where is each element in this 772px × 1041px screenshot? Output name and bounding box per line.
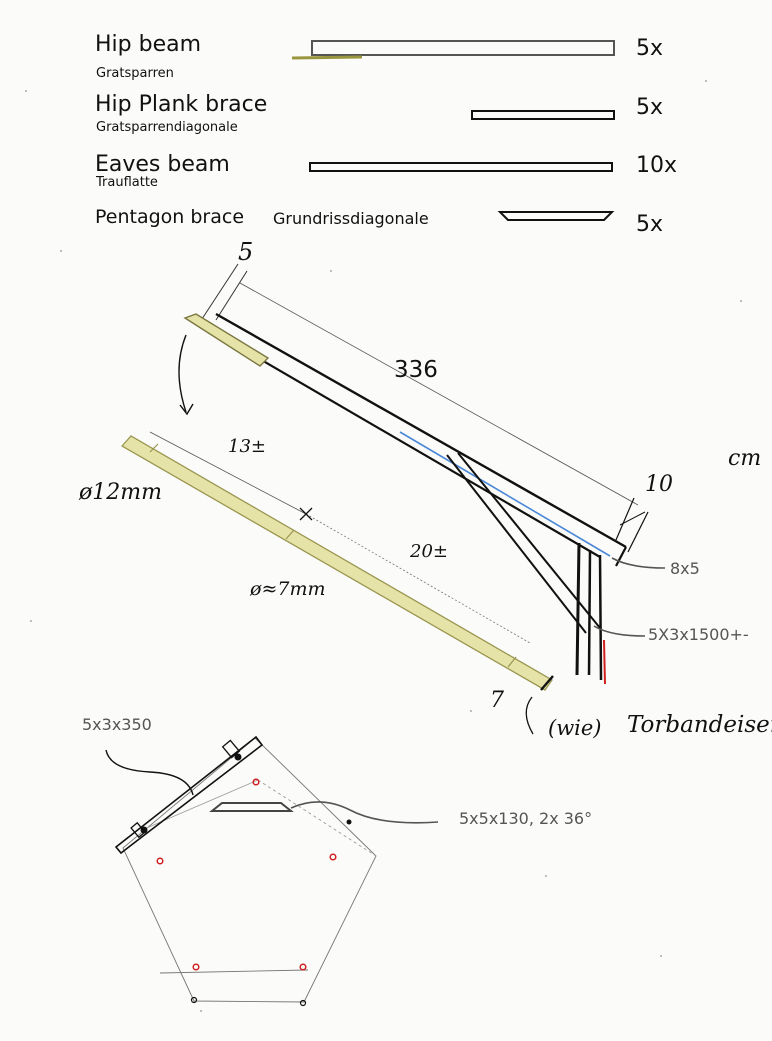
label-5x3x1500: 5X3x1500+- [648,625,749,644]
part-name: Eaves beam [95,152,230,177]
paper-speck [740,300,742,302]
hip-beam-blue-edge [399,431,611,557]
paper-speck [330,270,332,272]
plan-joint-dot [140,826,148,834]
paper-speck [705,80,707,82]
part-subtitle: Gratsparrendiagonale [96,120,238,135]
label-wie: (wie) [548,716,602,740]
paper-speck [60,250,62,252]
hip-plank-brace-symbol [471,110,615,120]
dimension-line-10 [619,511,646,526]
bamboo-rod-top [183,313,270,367]
paper-speck [30,620,32,622]
diameter-label-12mm: ø12mm [79,480,162,505]
dimension-tick-10 [615,497,635,541]
plan-joint-dot [190,996,198,1004]
paper-speck [660,955,662,957]
leader-8x5 [611,557,666,569]
dimension-label-5: 5 [238,238,254,266]
part-name: Pentagon brace [95,206,245,228]
dimension-tick-10 [627,511,649,553]
cross-mark [299,507,313,521]
dimension-label-20: 20± [410,541,448,562]
rod-node [285,529,295,540]
part-quantity: 5x [636,95,664,120]
brace-edge [446,454,587,634]
red-marker [156,857,164,865]
part-quantity: 5x [636,212,664,237]
plan-joint-dot [234,753,242,761]
brace-edge [457,452,601,629]
rod-dimension-line [149,431,307,515]
dimension-line-336 [239,282,639,506]
leader-5x3x1500 [593,625,646,637]
hip-beam-symbol [311,40,615,56]
leader-7 [525,696,534,735]
dimension-label-10: 10 [645,472,673,497]
part-name: Hip Plank brace [95,92,268,117]
red-marker [329,853,337,861]
rod-node [149,443,159,453]
label-torbandeisen: Torbandeisen [627,712,772,738]
bamboo-rod [120,435,553,691]
part-subtitle: Grundrissdiagonale [273,209,429,228]
arrow-curve [178,334,187,413]
rod-end-cap [540,675,554,691]
red-marker [192,963,200,971]
plan-joint-dot [299,999,307,1007]
hip-beam-underline [291,55,363,60]
pentagon-outline [122,737,377,1003]
hip-beam-top-edge [215,312,627,549]
rod-node [507,656,517,668]
part-quantity: 5x [636,36,664,61]
label-8x5: 8x5 [670,559,700,578]
leader-5x3x350 [105,749,194,796]
plan-beam-block [221,739,241,759]
label-5x3x350: 5x3x350 [82,715,152,734]
plan-pentagon-brace [209,802,294,812]
dimension-extension [199,263,239,323]
post-left [575,542,581,676]
red-marker [252,778,260,786]
post-right [598,554,603,681]
dimension-extension [215,270,248,321]
paper-speck [25,90,27,92]
diameter-label-7mm: ø≈7mm [250,578,326,600]
part-subtitle: Gratsparren [96,66,174,81]
label-5x5x130: 5x5x130, 2x 36° [459,809,593,828]
hip-beam-end [615,546,627,567]
red-marker [299,963,307,971]
part-quantity: 10x [636,153,678,178]
part-subtitle: Trauflatte [96,175,158,190]
unit-label: cm [728,446,762,471]
pentagon-brace-symbol [497,211,615,221]
dimension-label-336: 336 [394,357,438,383]
post-red-mark [603,639,606,685]
plan-hip-beam [114,735,264,855]
pentagon-line [159,969,309,974]
arrow-head [179,403,194,416]
paper-speck [200,1010,202,1012]
dimension-label-7: 7 [490,688,504,713]
post-mid [587,549,592,676]
paper-speck [470,710,472,712]
part-name: Hip beam [95,32,202,57]
dimension-label-13: 13± [228,436,266,457]
rod-dimension-line [305,513,531,644]
pentagon-line [257,779,377,857]
eaves-beam-symbol [309,162,613,172]
plan-joint-dot [346,819,352,825]
pentagon-line [141,779,259,831]
plan-beam-block [130,821,146,839]
paper-speck [545,875,547,877]
hip-beam-bottom-edge [209,329,601,558]
leader-5x5x130 [290,801,439,824]
